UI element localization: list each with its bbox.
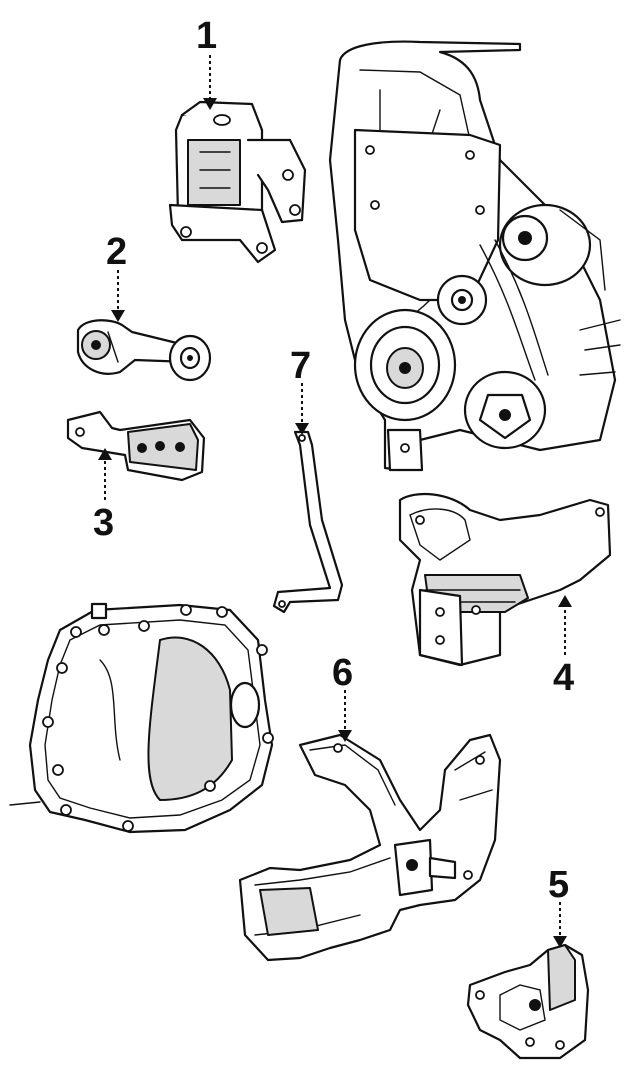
callout-3: 3 (93, 502, 114, 544)
part-5-transmission-mount (466, 943, 590, 1060)
leader-2 (111, 270, 125, 322)
leader-6 (338, 690, 352, 742)
leader-1 (203, 55, 217, 110)
part-4-mount-bracket (398, 493, 612, 667)
callout-5: 5 (548, 864, 569, 906)
leader-5 (553, 902, 567, 948)
callout-2: 2 (106, 231, 127, 273)
part-3-bracket (66, 410, 206, 482)
part-2-torque-strut (76, 319, 212, 382)
engine-block (328, 40, 621, 472)
part-1-engine-mount (168, 100, 307, 264)
transaxle-case (9, 602, 274, 834)
part-7-support-rod (272, 430, 344, 614)
callout-1: 1 (196, 15, 217, 57)
leader-3 (98, 448, 112, 500)
leader-7 (295, 383, 309, 435)
callout-7: 7 (290, 345, 311, 387)
callout-6: 6 (332, 652, 353, 694)
leader-4 (558, 595, 572, 655)
power-steering-pulley (463, 370, 547, 450)
crank-pulley (353, 308, 457, 422)
alternator (498, 203, 606, 291)
idler-pulley (436, 274, 488, 326)
part-6-crossmember (238, 733, 502, 962)
callout-4: 4 (553, 657, 574, 699)
